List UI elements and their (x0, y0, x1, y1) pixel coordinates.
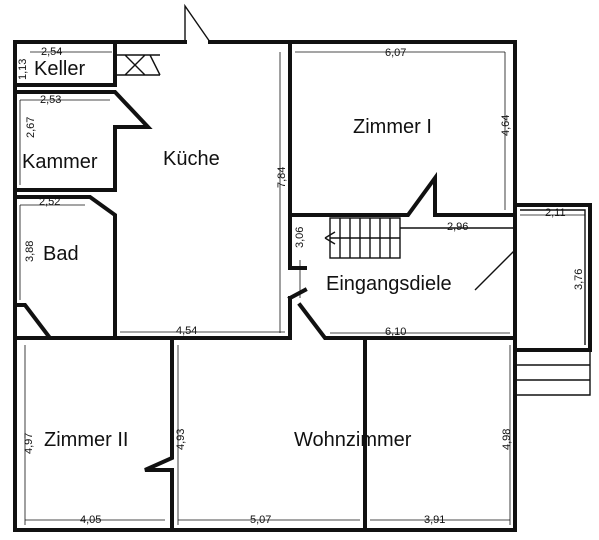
room-label-zimmer2: Zimmer II (44, 429, 128, 451)
dim-keller-height: 1,13 (17, 59, 29, 80)
dim-porch-height: 3,76 (573, 269, 585, 290)
dim-zimmer1-height: 4,64 (500, 115, 512, 136)
dim-wohnzimmer-width-2: 3,91 (424, 514, 445, 526)
outer-walls (13, 40, 517, 532)
dim-diele-height: 3,06 (294, 227, 306, 248)
room-label-bad: Bad (43, 243, 79, 265)
dim-diele-width: 6,10 (385, 326, 406, 338)
diele-niche (474, 249, 516, 291)
dim-bad-width: 2,52 (39, 196, 60, 208)
room-label-kammer: Kammer (22, 151, 98, 173)
room-label-wohnzimmer: Wohnzimmer (294, 429, 412, 451)
dim-zimmer2-width: 4,05 (80, 514, 101, 526)
dim-zimmer1-width: 6,07 (385, 47, 406, 59)
dim-kammer-width: 2,53 (40, 94, 61, 106)
staircase (324, 217, 515, 259)
room-label-zimmer1: Zimmer I (353, 116, 432, 138)
dim-wohnzimmer-width-1: 5,07 (250, 514, 271, 526)
dim-zimmer2-height: 4,97 (23, 433, 35, 454)
dim-stair-width: 2,96 (447, 221, 468, 233)
dim-porch-width: 2,11 (545, 207, 566, 219)
dimension-lines (19, 51, 585, 525)
porch (513, 203, 592, 396)
dim-wohnzimmer-left-height: 4,93 (175, 429, 187, 450)
dim-keller-width: 2,54 (41, 46, 62, 58)
dim-kueche-height: 7,84 (276, 167, 288, 188)
dim-kammer-height: 2,67 (25, 117, 37, 138)
dim-kueche-width: 4,54 (176, 325, 197, 337)
room-label-eingangsdiele: Eingangsdiele (326, 273, 452, 295)
entrance-door (184, 3, 211, 43)
room-label-keller: Keller (34, 58, 85, 80)
keller-room (13, 40, 161, 87)
dim-bad-height: 3,88 (24, 241, 36, 262)
dim-wohnzimmer-right-height: 4,98 (501, 429, 513, 450)
room-label-kueche: Küche (163, 148, 220, 170)
